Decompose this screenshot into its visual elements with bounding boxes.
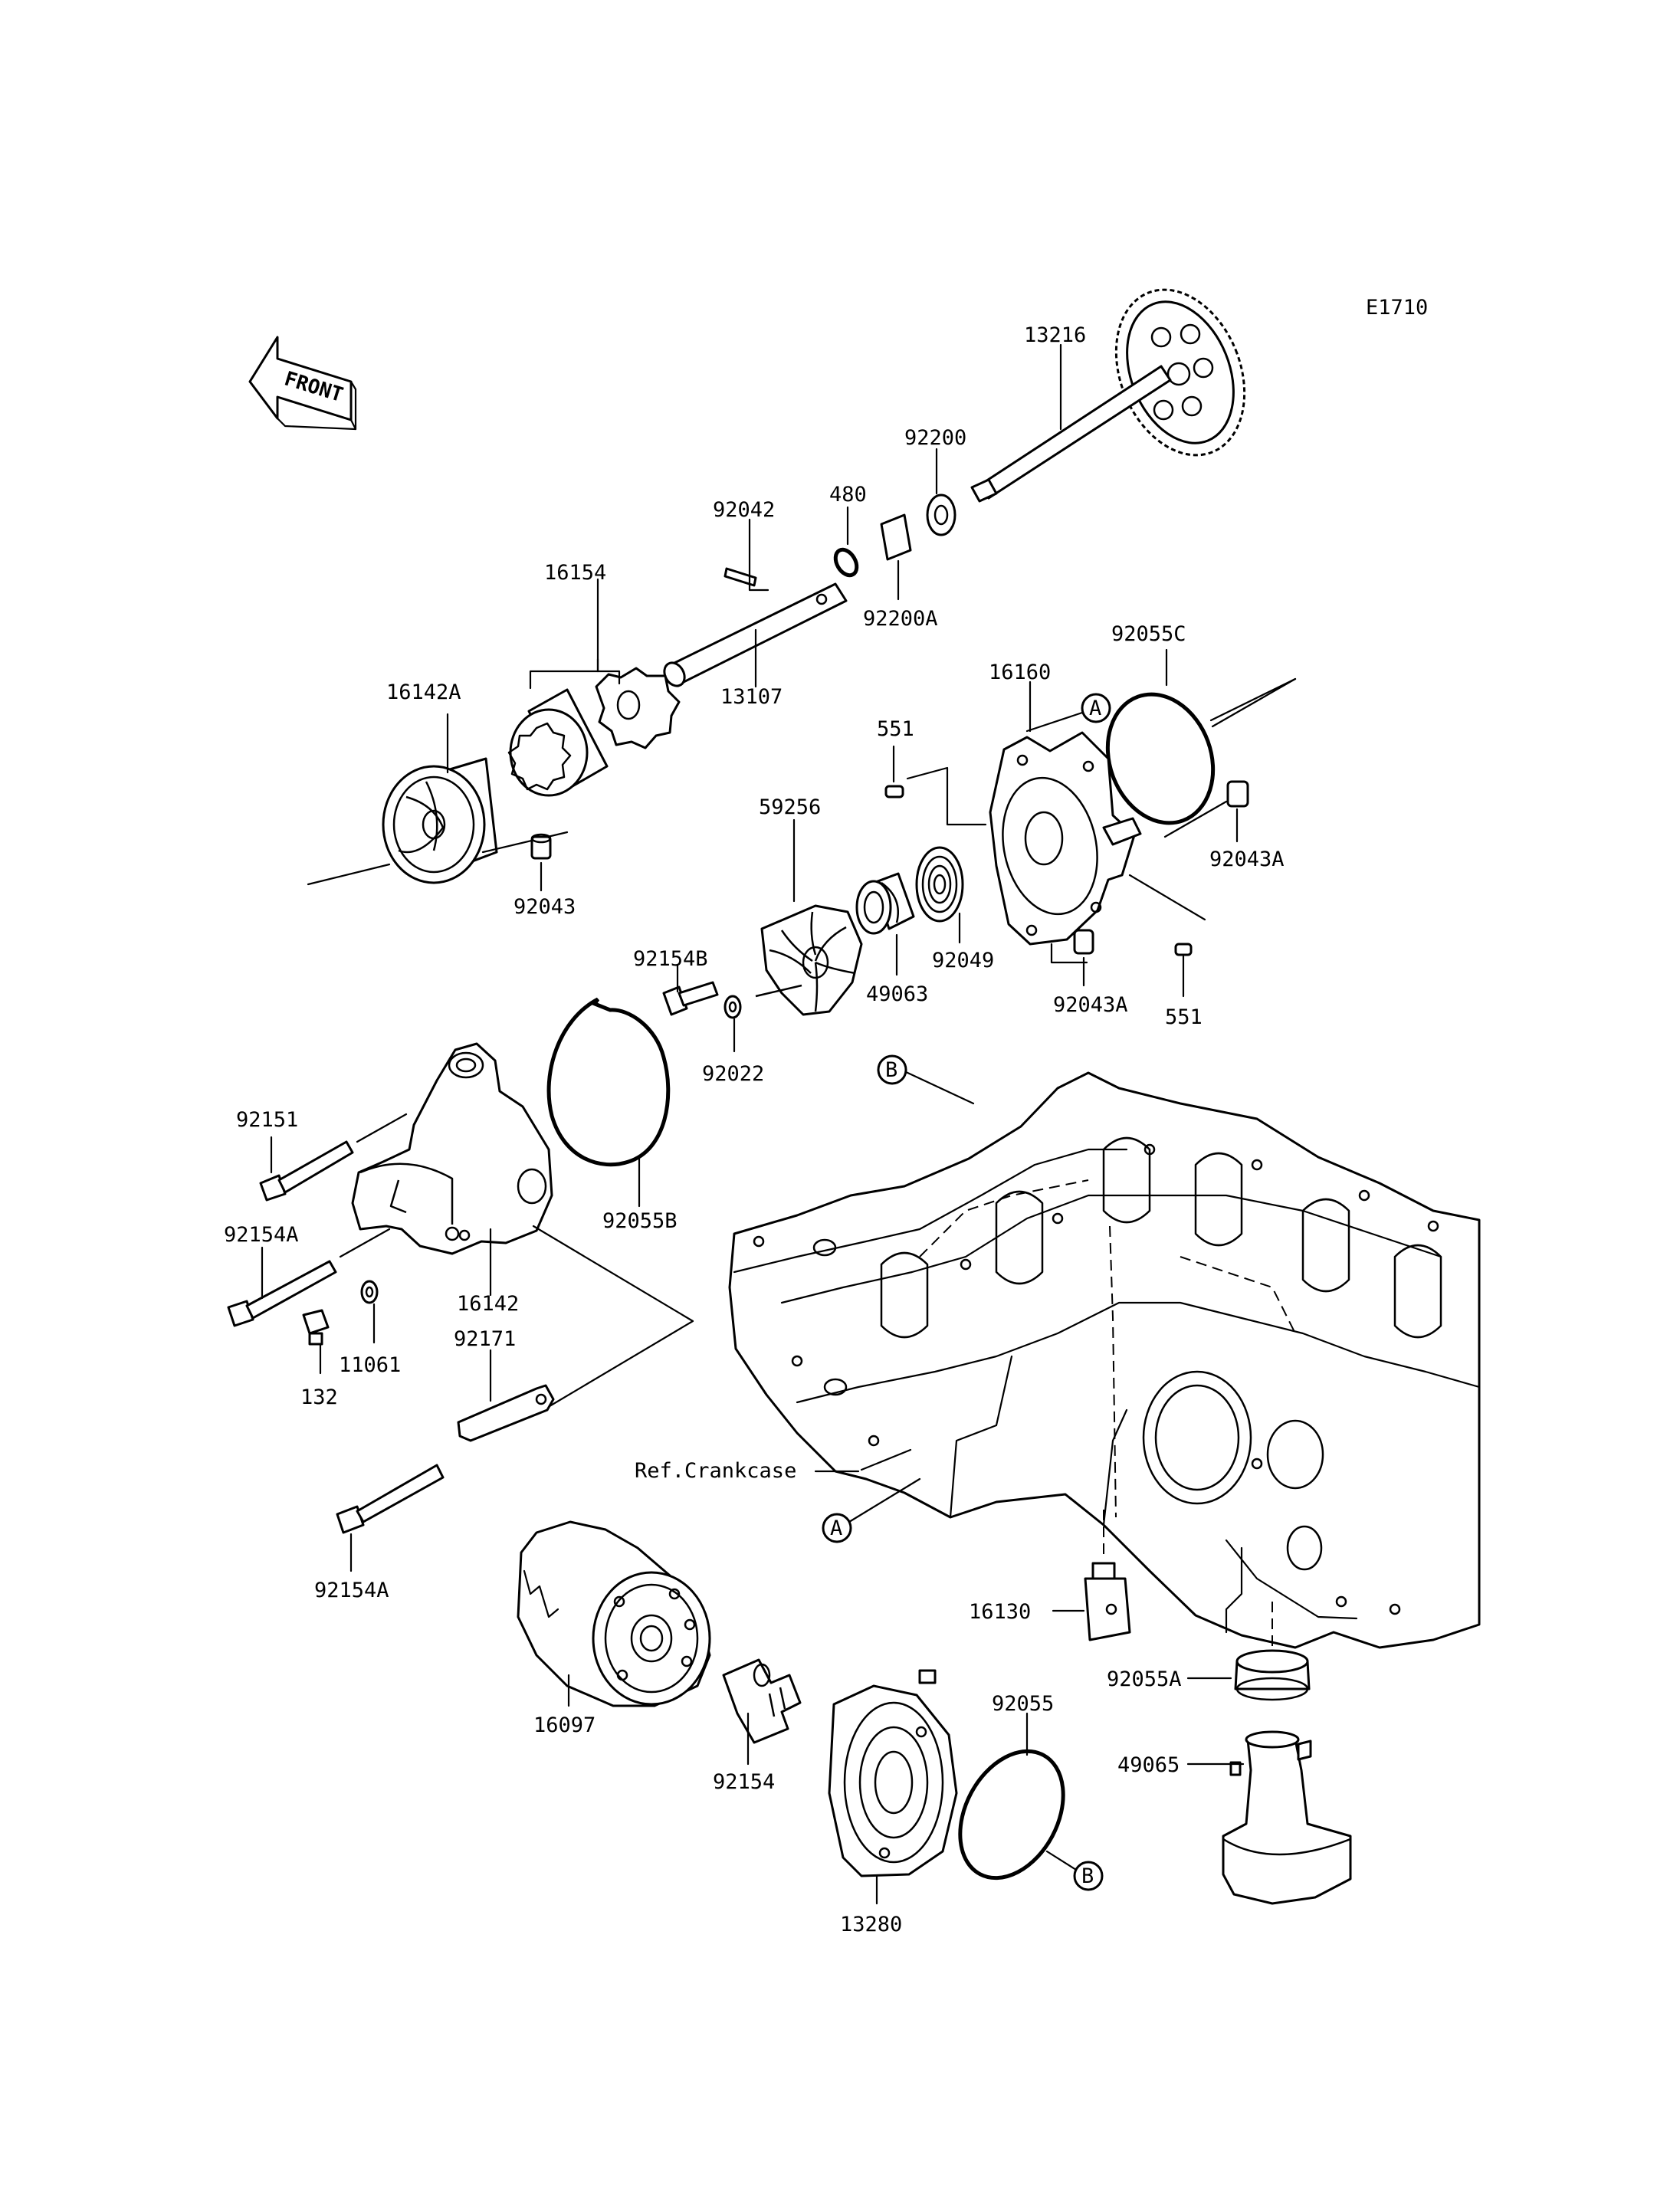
label-13216: 13216 bbox=[1024, 323, 1086, 347]
label-92049: 92049 bbox=[932, 949, 994, 972]
label-92200A: 92200A bbox=[863, 607, 938, 631]
label-13107: 13107 bbox=[720, 685, 783, 709]
part-92171-clamp bbox=[457, 1384, 555, 1442]
part-92022-washer bbox=[724, 995, 742, 1019]
marker-b-low bbox=[1073, 1861, 1104, 1891]
label-59256: 59256 bbox=[759, 795, 821, 819]
part-16097-oil-filter bbox=[517, 1520, 711, 1707]
label-480: 480 bbox=[829, 483, 867, 507]
part-16130-fitting bbox=[1084, 1562, 1131, 1641]
label-92043A-low: 92043A bbox=[1053, 993, 1128, 1017]
label-92055C: 92055C bbox=[1111, 622, 1186, 646]
label-92043A-right: 92043A bbox=[1209, 848, 1285, 871]
label-92171: 92171 bbox=[454, 1327, 516, 1351]
part-13107-shaft bbox=[663, 582, 848, 687]
part-92200A-plate bbox=[880, 513, 912, 561]
part-49063-seal bbox=[855, 872, 915, 935]
front-arrow-icon: FRONT bbox=[248, 336, 357, 431]
label-16142: 16142 bbox=[457, 1292, 519, 1316]
diagram-code: E1710 bbox=[1366, 296, 1428, 320]
part-13216-gear-shaft bbox=[970, 288, 1246, 503]
part-92042-pin bbox=[724, 567, 757, 587]
label-92055: 92055 bbox=[992, 1692, 1054, 1716]
label-16154: 16154 bbox=[544, 561, 606, 585]
label-551-low: 551 bbox=[1165, 1005, 1203, 1029]
label-92154: 92154 bbox=[713, 1770, 775, 1794]
part-49065-strainer bbox=[1222, 1730, 1352, 1905]
label-551-top: 551 bbox=[877, 717, 914, 741]
label-13280: 13280 bbox=[840, 1913, 902, 1936]
part-16160-pump-cover bbox=[989, 731, 1142, 946]
label-92022: 92022 bbox=[702, 1062, 764, 1086]
part-92043-dowel bbox=[530, 835, 552, 860]
part-92043A-dowel-right bbox=[1226, 780, 1249, 808]
part-92043A-dowel-low bbox=[1073, 929, 1094, 955]
part-92154A-bolt-top bbox=[227, 1260, 337, 1327]
label-11061: 11061 bbox=[339, 1353, 401, 1377]
marker-b-top bbox=[877, 1054, 907, 1085]
label-16130: 16130 bbox=[969, 1600, 1031, 1624]
label-49065: 49065 bbox=[1117, 1753, 1180, 1777]
part-551-pin-top bbox=[884, 785, 904, 798]
part-16142A-housing bbox=[382, 757, 498, 884]
part-92055A-grommet bbox=[1234, 1649, 1311, 1701]
crankcase-reference bbox=[728, 1071, 1481, 1649]
marker-b-low-label: B bbox=[1081, 1864, 1094, 1888]
label-92154B: 92154B bbox=[633, 947, 708, 971]
ref-crankcase-label: Ref.Crankcase bbox=[635, 1459, 796, 1483]
label-92055B: 92055B bbox=[602, 1209, 678, 1233]
label-92043: 92043 bbox=[514, 895, 576, 919]
label-92042: 92042 bbox=[713, 498, 775, 522]
label-16142A: 16142A bbox=[386, 680, 461, 704]
marker-a-low bbox=[822, 1513, 852, 1543]
part-16154-rotor bbox=[507, 667, 681, 797]
marker-a-top-label: A bbox=[1089, 697, 1101, 720]
label-92154A-top: 92154A bbox=[224, 1223, 299, 1247]
part-132-bolt bbox=[302, 1309, 330, 1346]
marker-a-low-label: A bbox=[830, 1517, 842, 1540]
label-92154A-low: 92154A bbox=[314, 1579, 389, 1602]
part-92154A-bolt-low bbox=[336, 1464, 445, 1534]
part-92154-bolt bbox=[722, 1658, 802, 1744]
label-92200: 92200 bbox=[904, 426, 966, 450]
part-92055-o-ring bbox=[958, 1749, 1065, 1881]
part-551-pin-low bbox=[1174, 943, 1193, 956]
part-92151-bolt bbox=[259, 1140, 354, 1202]
part-92154B-bolt bbox=[662, 981, 719, 1016]
part-92200-washer bbox=[926, 494, 956, 536]
label-92055A: 92055A bbox=[1107, 1667, 1182, 1691]
marker-b-top-label: B bbox=[885, 1058, 897, 1082]
label-16097: 16097 bbox=[533, 1713, 596, 1737]
label-132: 132 bbox=[300, 1385, 338, 1409]
part-92049-seal bbox=[915, 846, 964, 923]
marker-a-top bbox=[1081, 693, 1111, 723]
part-480-circlip bbox=[833, 547, 859, 578]
label-92151: 92151 bbox=[236, 1108, 298, 1132]
part-92055C-o-ring bbox=[1105, 692, 1216, 825]
label-49063: 49063 bbox=[866, 982, 928, 1006]
part-16142-pump-body bbox=[351, 1042, 553, 1255]
label-16160: 16160 bbox=[989, 661, 1051, 684]
part-13280-oil-cooler bbox=[828, 1669, 958, 1877]
part-59256-impeller bbox=[755, 904, 863, 1016]
part-11061-gasket bbox=[360, 1280, 379, 1304]
part-92055B-o-ring bbox=[546, 997, 671, 1167]
